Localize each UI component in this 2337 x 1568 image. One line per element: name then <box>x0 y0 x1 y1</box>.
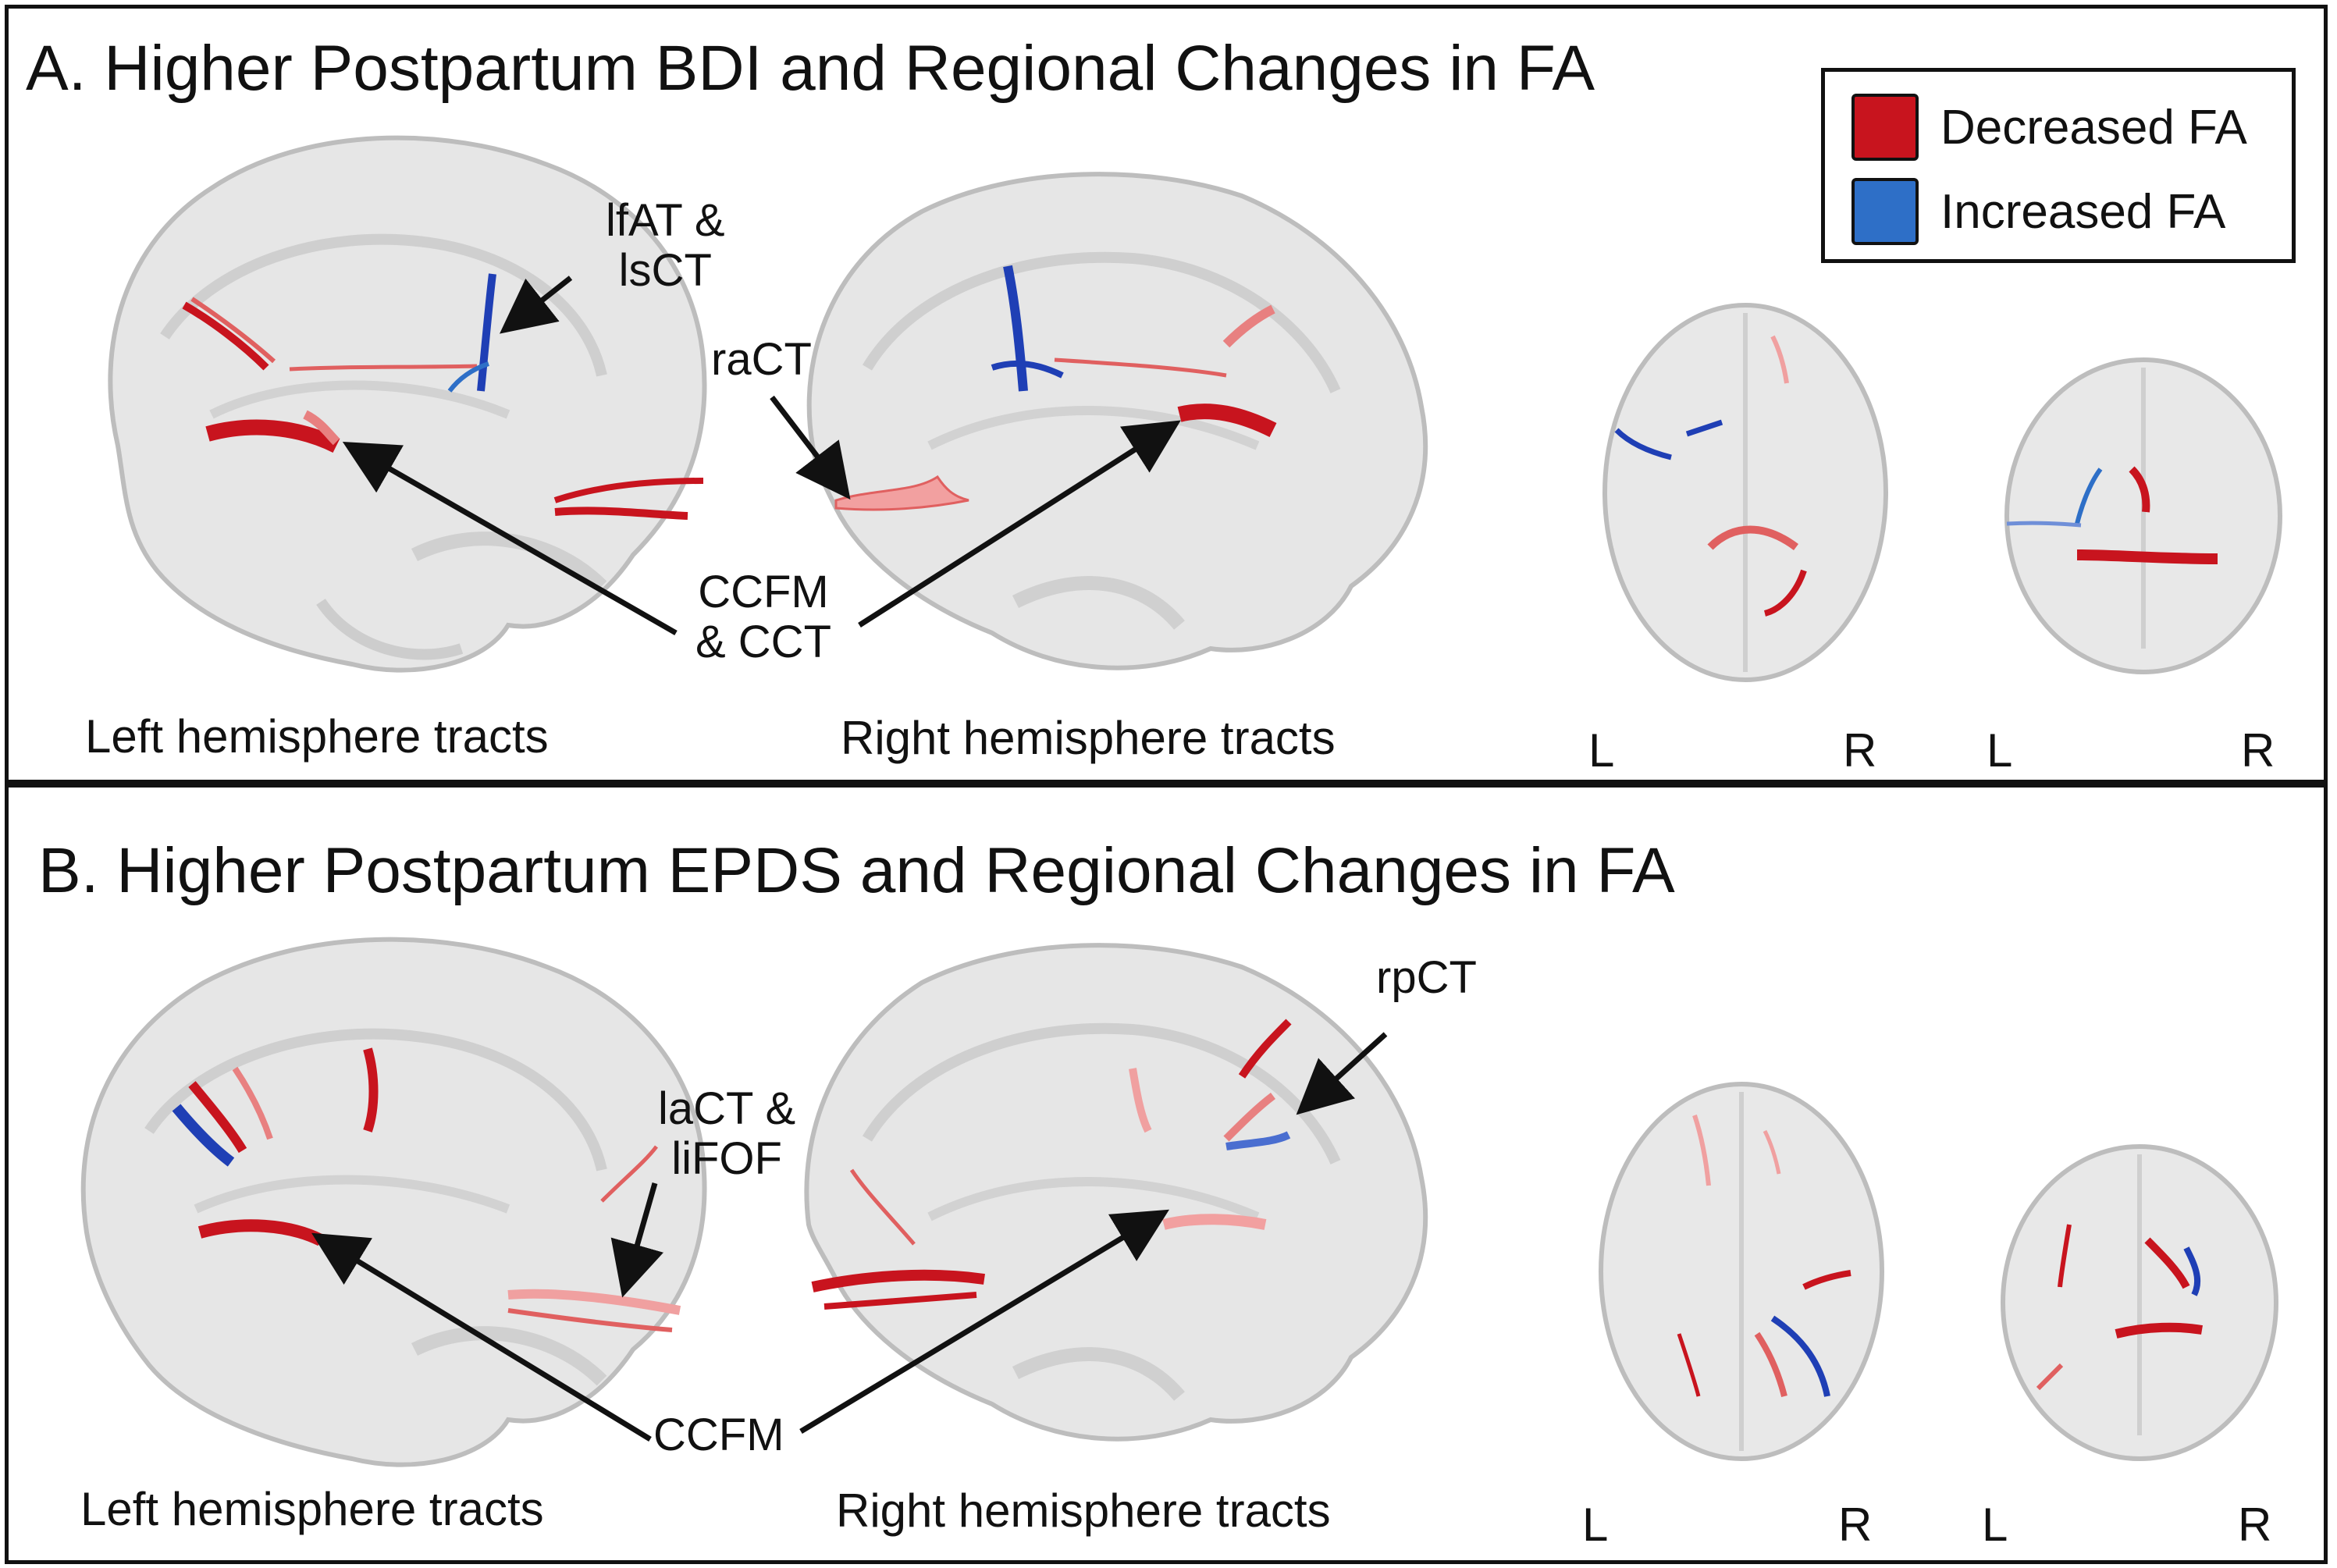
left-hemisphere-brain <box>108 135 707 673</box>
panel-b-coronal-left: L <box>1982 1499 2008 1551</box>
axial-brain-a <box>1602 303 1888 682</box>
panel-a-brain-art <box>108 135 2282 682</box>
legend: Decreased FA Increased FA <box>1821 68 2296 263</box>
label-lact-line2: liFOF <box>671 1133 782 1184</box>
panel-b-left-caption: Left hemisphere tracts <box>80 1483 544 1535</box>
label-lact-line1: laCT & <box>658 1083 796 1134</box>
panel-a-left-caption: Left hemisphere tracts <box>85 710 549 763</box>
label-ccfm-line2: & CCT <box>695 617 831 667</box>
label-ccfm-cct: CCFM & CCT <box>695 567 831 667</box>
label-lfat-line1: lfAT & <box>606 195 725 246</box>
panel-a: A. Higher Postpartum BDI and Regional Ch… <box>5 5 2328 784</box>
label-lfat-line2: lsCT <box>618 245 712 296</box>
arrow-lact <box>610 1182 664 1298</box>
label-lact-lifof: laCT & liFOF <box>658 1084 795 1184</box>
panel-b-title: B. Higher Postpartum EPDS and Regional C… <box>38 835 1675 906</box>
panel-a-axial-right: R <box>1843 724 1877 777</box>
label-ccfm-line1: CCFM <box>698 567 829 617</box>
legend-decreased-label: Decreased FA <box>1940 100 2247 155</box>
axial-brain-b <box>1599 1082 1884 1461</box>
legend-decreased: Decreased FA <box>1851 94 2247 161</box>
arrow-rpct <box>1296 1032 1388 1115</box>
coronal-brain-b <box>2001 1144 2278 1461</box>
arrow-ract <box>770 395 851 500</box>
panel-a-right-caption: Right hemisphere tracts <box>841 712 1336 764</box>
legend-increased: Increased FA <box>1851 178 2225 245</box>
coronal-brain-a <box>2004 357 2282 674</box>
arrow-ccfm-left <box>342 442 678 636</box>
panel-b: B. Higher Postpartum EPDS and Regional C… <box>5 784 2328 1564</box>
label-ract: raCT <box>711 334 812 385</box>
panel-a-title: A. Higher Postpartum BDI and Regional Ch… <box>26 33 1595 104</box>
panel-b-right-caption: Right hemisphere tracts <box>836 1484 1331 1537</box>
right-hemisphere-brain-b <box>804 943 1428 1442</box>
label-rpct: rpCT <box>1376 952 1477 1003</box>
panel-a-coronal-right: R <box>2241 724 2275 777</box>
panel-a-axial-left: L <box>1588 724 1615 777</box>
arrow-ccfm-right-b <box>799 1209 1169 1434</box>
panel-b-coronal-right: R <box>2238 1499 2272 1551</box>
decreased-fa-swatch <box>1851 94 1919 161</box>
increased-fa-swatch <box>1851 178 1919 245</box>
arrow-ccfm-left-b <box>311 1232 652 1442</box>
arrow-ccfm-right <box>858 420 1181 628</box>
legend-increased-label: Increased FA <box>1940 184 2226 239</box>
label-lfat-lsct: lfAT & lsCT <box>606 196 725 296</box>
panel-a-coronal-left: L <box>1987 724 2013 777</box>
panel-b-axial-left: L <box>1582 1499 1609 1551</box>
panel-b-axial-right: R <box>1838 1499 1873 1551</box>
arrow-lfat <box>500 276 573 334</box>
right-hemisphere-brain <box>806 172 1428 670</box>
label-ccfm-b: CCFM <box>653 1410 784 1460</box>
left-hemisphere-brain-b <box>80 937 707 1467</box>
panel-b-brain-art <box>80 937 2278 1467</box>
